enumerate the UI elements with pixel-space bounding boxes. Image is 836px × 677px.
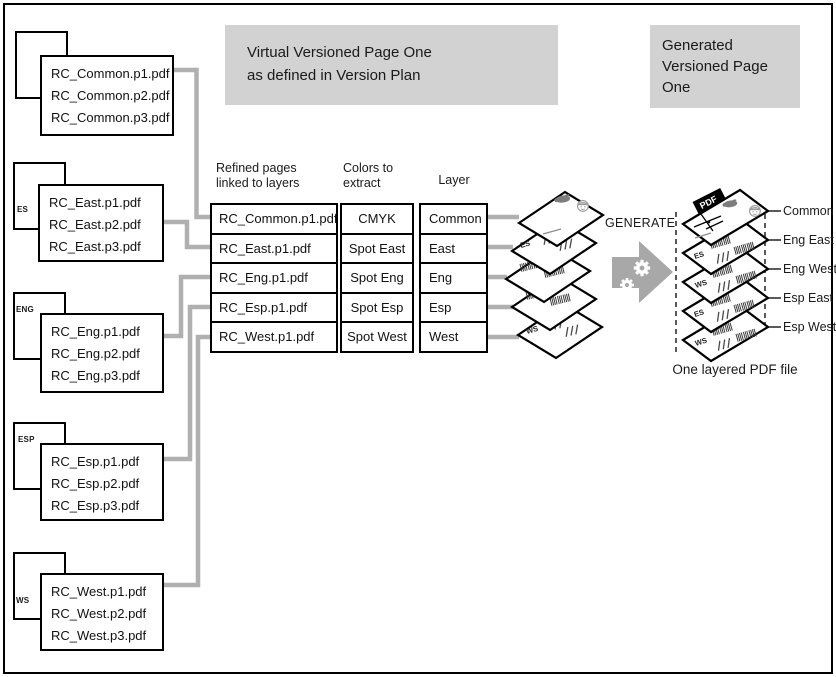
- file-item: RC_Common.p3.pdf: [51, 110, 170, 125]
- backpage-tag-east: ES: [17, 205, 29, 214]
- table-cell-page: RC_Eng.p1.pdf: [210, 262, 338, 294]
- table-cell-layer: Eng: [419, 262, 488, 294]
- virtual-title-line1: Virtual Versioned Page One: [247, 44, 432, 61]
- filebox-east: RC_East.p1.pdf RC_East.p2.pdf RC_East.p3…: [38, 184, 164, 262]
- file-item: RC_Common.p2.pdf: [51, 88, 170, 103]
- table-column-layers: Common East Eng Esp West: [419, 203, 488, 353]
- svg-text:ES: ES: [693, 307, 705, 319]
- generate-label: GENERATE: [605, 216, 676, 230]
- backpage-tag-esp: ESP: [18, 435, 35, 444]
- connector-lines-left: [163, 67, 212, 588]
- connector-east: [163, 219, 212, 250]
- table-column-pages: RC_Common.p1.pdf RC_East.p1.pdf RC_Eng.p…: [210, 203, 338, 353]
- output-caption: One layered PDF file: [672, 362, 798, 377]
- file-item: RC_East.p1.pdf: [49, 195, 141, 210]
- svg-text:WS: WS: [694, 278, 708, 290]
- file-item: RC_East.p3.pdf: [49, 239, 141, 254]
- output-layer-stack: WS ES WS ES PDF: [681, 187, 781, 363]
- file-item: RC_Eng.p1.pdf: [51, 324, 140, 339]
- virtual-title-line2: as defined in Version Plan: [247, 67, 421, 84]
- layer-label-esp-west: Esp West: [783, 320, 836, 334]
- svg-text:ES: ES: [693, 249, 705, 261]
- file-item: RC_Eng.p3.pdf: [51, 368, 140, 383]
- generate-arrow: [612, 241, 673, 303]
- table-cell-page: RC_East.p1.pdf: [210, 232, 338, 265]
- file-item: RC_Esp.p2.pdf: [51, 476, 140, 491]
- connector-esp: [163, 304, 212, 462]
- connector-common: [174, 67, 212, 220]
- layer-label-eng-west: Eng West: [783, 262, 836, 276]
- table-cell-page: RC_Esp.p1.pdf: [210, 291, 338, 324]
- table-header-layer: Layer: [438, 173, 470, 187]
- file-item: RC_West.p1.pdf: [51, 584, 147, 599]
- page-tag: ES: [519, 239, 531, 250]
- table-cell-page: RC_Common.p1.pdf: [210, 203, 338, 235]
- filebox-esp: RC_Esp.p1.pdf RC_Esp.p2.pdf RC_Esp.p3.pd…: [40, 443, 164, 521]
- svg-text:WS: WS: [694, 336, 708, 348]
- file-item: RC_West.p2.pdf: [51, 606, 147, 621]
- connector-west: [163, 334, 212, 588]
- filebox-west: RC_West.p1.pdf RC_West.p2.pdf RC_West.p3…: [40, 573, 164, 651]
- table-cell-color: Spot Esp: [340, 291, 414, 324]
- generated-versioned-title-box: Generated Versioned Page One: [650, 25, 800, 108]
- file-item: RC_Esp.p3.pdf: [51, 498, 140, 513]
- filebox-common: RC_Common.p1.pdf RC_Common.p2.pdf RC_Com…: [40, 55, 174, 136]
- table-column-colors: CMYK Spot East Spot Eng Spot Esp Spot We…: [340, 203, 414, 353]
- layer-label-leaders: [768, 210, 781, 328]
- layer-label-eng-east: Eng East: [783, 233, 834, 247]
- table-cell-color: Spot West: [340, 321, 414, 353]
- sketch-scribble: [693, 213, 724, 232]
- connector-lines-right: [487, 214, 519, 340]
- backpage-tag-eng: ENG: [16, 305, 34, 314]
- page-tag: WS: [525, 324, 539, 336]
- filebox-eng: RC_Eng.p1.pdf RC_Eng.p2.pdf RC_Eng.p3.pd…: [40, 313, 164, 393]
- file-item: RC_East.p2.pdf: [49, 217, 141, 232]
- backpage-tag-west: WS: [16, 596, 30, 605]
- table-cell-layer: West: [419, 321, 488, 353]
- extracted-page-common: [516, 190, 606, 248]
- table-cell-page: RC_West.p1.pdf: [210, 321, 338, 353]
- connector-eng: [163, 274, 212, 339]
- layer-label-esp-east: Esp East: [783, 291, 834, 305]
- outer-border: [3, 3, 833, 674]
- table-header-colors: Colors to extract: [343, 161, 394, 190]
- file-item: RC_Esp.p1.pdf: [51, 454, 140, 469]
- table-cell-color: Spot Eng: [340, 262, 414, 294]
- extracted-pages-stack: WS ES: [503, 190, 606, 360]
- table-cell-layer: East: [419, 232, 488, 265]
- table-cell-color: CMYK: [340, 203, 414, 235]
- virtual-versioned-title-box: Virtual Versioned Page One as defined in…: [225, 25, 558, 105]
- table-header-refined-pages: Refined pages linked to layers: [216, 161, 300, 190]
- table-cell-layer: Common: [419, 203, 488, 235]
- file-item: RC_West.p3.pdf: [51, 628, 147, 643]
- file-item: RC_Eng.p2.pdf: [51, 346, 140, 361]
- layer-label-common: Common: [783, 204, 834, 218]
- table-cell-layer: Esp: [419, 291, 488, 324]
- file-item: RC_Common.p1.pdf: [51, 66, 170, 81]
- table-cell-color: Spot East: [340, 232, 414, 265]
